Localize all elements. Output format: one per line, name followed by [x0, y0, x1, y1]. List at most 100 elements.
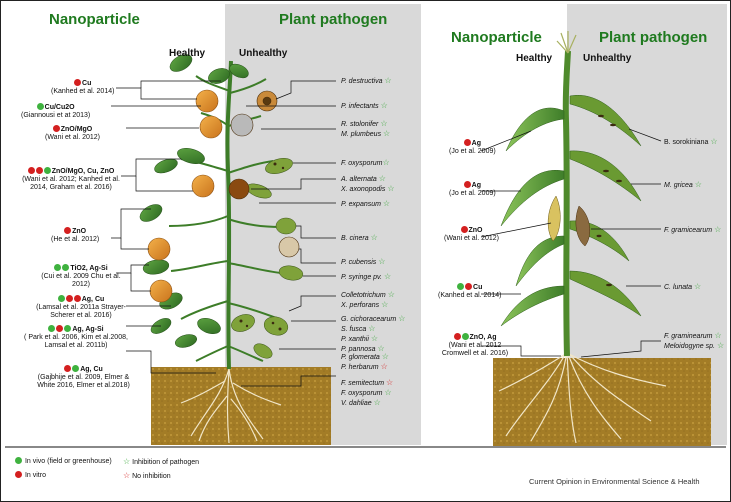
in-vitro-dot: [64, 227, 72, 234]
np-zno-maize: ZnO (Wani et al. 2012): [444, 226, 499, 243]
inhibition-star-icon: ☆: [381, 300, 389, 310]
pathogen-m-gricea: M. gricea ☆: [664, 180, 702, 189]
pathogen-p-expansum: P. expansum ☆: [341, 199, 391, 208]
inhibition-star-icon: ☆: [370, 334, 379, 344]
left-healthy-label: Healthy: [169, 48, 206, 59]
in-vivo-dot: [57, 295, 65, 302]
np-zno: ZnO (He et al. 2012): [51, 227, 100, 244]
legend-in-vivo: In vivo (field or greenhouse): [15, 457, 112, 465]
inhibition-star-icon: ☆: [714, 225, 722, 234]
legend-inhibition: ☆ Inhibition of pathogen: [123, 457, 200, 466]
np-ag-cu-1: Ag, Cu (Lamsal et al. 2011a Strayer-Sche…: [36, 295, 126, 320]
inhibition-star-icon: ☆: [716, 341, 725, 351]
in-vitro-dot: [460, 226, 468, 233]
inhibition-star-icon: ☆: [370, 233, 378, 242]
left-pathogen-heading: Plant pathogen: [279, 11, 388, 28]
right-pathogen-heading: Plant pathogen: [599, 29, 708, 46]
inhibition-star-icon: ☆: [383, 272, 392, 281]
pathogen-b-sorokiniana: B. sorokiniana ☆: [664, 137, 718, 146]
np-ag-agsi: Ag, Ag-Si ( Park et al. 2006, Kim et al.…: [24, 325, 128, 350]
inhibition-star-icon: ☆: [378, 257, 386, 266]
pathogen-f-semitectum: F. semitectum ☆F. oxysporum ☆V. dahliae …: [341, 378, 394, 408]
in-vivo-dot: [43, 167, 51, 174]
in-vivo-dot: [457, 283, 465, 290]
in-vitro-dot: [73, 295, 81, 302]
pathogen-p-destructiva: P. destructiva ☆: [341, 76, 392, 85]
left-unhealthy-label: Unhealthy: [239, 48, 288, 59]
inhibition-star-icon: ☆: [380, 101, 388, 110]
np-zno-ag-maize: ZnO, Ag (Wani et al. 2012 Cromwell et al…: [441, 333, 509, 358]
pathogen-g-cichoracearum: G. cichoracearum ☆S. fusca ☆P. xanthii ☆…: [341, 314, 406, 354]
inhibition-star-icon: ☆: [693, 282, 702, 291]
in-vitro-dot: [65, 295, 73, 302]
np-ag-cu-2: Ag, Cu (Gajbhije et al. 2009, Elmer & Wh…: [37, 365, 130, 390]
inhibition-star-icon: ☆: [387, 290, 395, 299]
in-vitro-dot: [52, 125, 60, 132]
left-roots: [180, 368, 282, 444]
in-vitro-dot: [15, 471, 22, 478]
inhibition-star-icon: ☆: [381, 352, 389, 361]
inhibition-star-icon: ☆: [378, 174, 386, 183]
pathogen-f-graminearum: F. graminearum ☆Meloidogyne sp. ☆: [664, 331, 725, 351]
in-vivo-dot: [461, 333, 469, 340]
pathogen-p-infectants: P. infectants ☆: [341, 101, 388, 110]
in-vitro-dot: [27, 167, 35, 174]
inhibition-star-icon: ☆: [368, 324, 376, 334]
in-vivo-dot: [48, 325, 56, 332]
pathogen-c-lunata: C. lunata ☆: [664, 282, 702, 291]
no-inhibition-star-icon: ☆: [380, 362, 388, 372]
np-tio2-agsi: TiO2, Ag-Si (Cui et al. 2009 Chu et al. …: [41, 264, 121, 289]
pathogen-p-cubensis: P. cubensis ☆: [341, 257, 386, 266]
right-unhealthy-label: Unhealthy: [583, 53, 632, 64]
np-ag-maize-2: Ag (Jo et al. 2009): [449, 181, 496, 198]
pathogen-colletotrichum: Colletotrichum ☆X. perforans ☆: [341, 290, 395, 310]
inhibition-star-icon: ☆: [694, 180, 702, 189]
pathogen-p-glomerata: P. glomerata ☆P. herbarum ☆: [341, 352, 389, 372]
inhibition-star-icon: ☆: [380, 119, 388, 128]
np-zno-mgo-cu-zno: ZnO/MgO, Cu, ZnO (Wani et al. 2012; Kanh…: [22, 167, 120, 192]
np-cu-1: Cu (Kanhed et al. 2014): [51, 79, 115, 96]
right-nanoparticle-heading: Nanoparticle: [451, 29, 542, 46]
right-roots: [498, 350, 667, 444]
in-vivo-dot: [62, 264, 70, 271]
in-vitro-dot: [35, 167, 43, 174]
np-ag-maize-1: Ag (Jo et al. 2009): [449, 139, 496, 156]
inhibition-star-icon: ☆: [377, 344, 385, 354]
left-stem: [225, 60, 233, 370]
no-inhibition-star-icon: ☆: [123, 471, 131, 480]
inhibition-star-icon: ☆: [398, 314, 406, 323]
inhibition-star-icon: ☆: [383, 129, 391, 139]
inhibition-star-icon: ☆: [387, 184, 395, 194]
in-vivo-dot: [64, 325, 72, 332]
in-vivo-dot: [15, 457, 22, 464]
in-vitro-dot: [74, 79, 82, 86]
inhibition-star-icon: ☆: [382, 199, 391, 208]
maize-stalk: [562, 50, 571, 357]
pathogen-f-oxysporum-1: F. oxysporum☆: [341, 158, 390, 167]
np-cu-cu2o: Cu/Cu2O (Giannousi et at 2013): [21, 103, 91, 120]
in-vitro-dot: [463, 139, 471, 146]
pathogen-f-gramicearum: F. gramicearum ☆: [664, 225, 722, 234]
np-cu-maize: Cu (Kanhed et al. 2014): [438, 283, 502, 300]
np-zno-mgo: ZnO/MgO (Wani et al. 2012): [45, 125, 100, 142]
left-nanoparticle-heading: Nanoparticle: [49, 11, 140, 28]
no-inhibition-star-icon: ☆: [386, 378, 394, 387]
pathogen-b-cinera: B. cinera ☆: [341, 233, 378, 242]
in-vitro-dot: [463, 181, 471, 188]
legend-no-inhibition: ☆ No inhibition: [123, 471, 171, 480]
in-vivo-dot: [36, 103, 44, 110]
inhibition-star-icon: ☆: [382, 158, 390, 167]
in-vitro-dot: [453, 333, 461, 340]
inhibition-star-icon: ☆: [384, 388, 392, 398]
pathogen-r-stolonifer: R. stolonifer ☆M. plumbeus ☆: [341, 119, 391, 139]
pathogen-a-alternata: A. alternata ☆X. axonopodis ☆: [341, 174, 395, 194]
legend-in-vitro: In vitro: [15, 471, 46, 479]
inhibition-star-icon: ☆: [123, 457, 131, 466]
in-vivo-dot: [54, 264, 62, 271]
inhibition-star-icon: ☆: [714, 331, 722, 340]
in-vitro-dot: [64, 365, 72, 372]
in-vitro-dot: [56, 325, 64, 332]
in-vivo-dot: [72, 365, 80, 372]
